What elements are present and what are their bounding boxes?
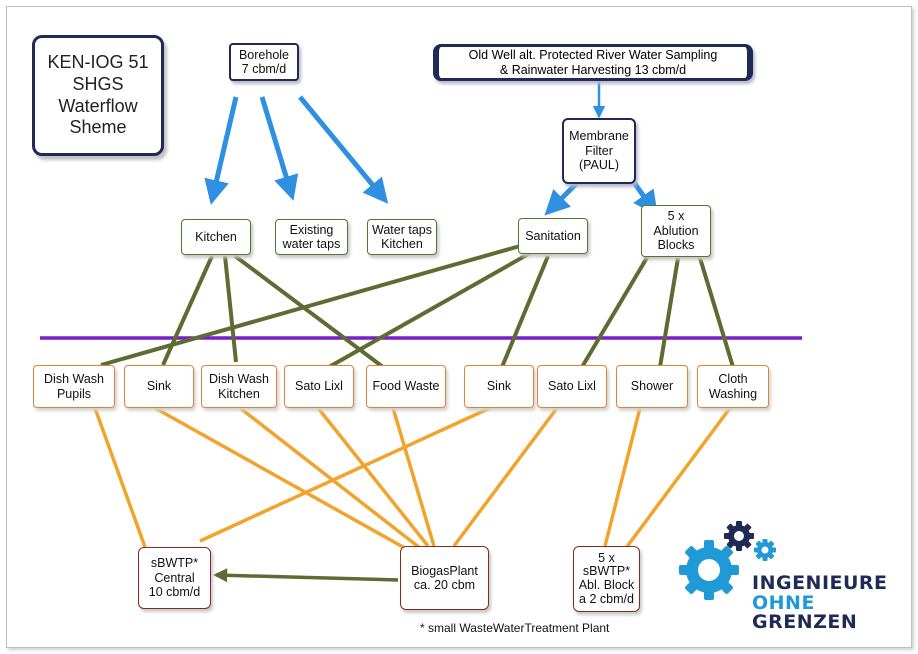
node-membrane-filter: Membrane Filter (PAUL) [562, 118, 636, 184]
ingenieure-ohne-grenzen-logo: INGENIEURE OHNE GRENZEN [677, 518, 892, 636]
link-sanitation-sato1 [328, 250, 533, 369]
link-shower-sbwtp-abl [603, 407, 642, 547]
link-food-waste-biogas [391, 407, 436, 547]
logo-line-1: INGENIEURE [752, 572, 888, 594]
node-kitchen: Kitchen [181, 219, 251, 255]
footnote: * small WasteWaterTreatment Plant [420, 621, 610, 635]
logo-line-3: GRENZEN [752, 611, 858, 633]
node-sink-kitchen: Sink [124, 365, 194, 408]
node-sanitation: Sanitation [518, 218, 588, 254]
node-sato-lixl-2: Sato Lixl [537, 365, 607, 408]
link-biogas-sbwtp [213, 568, 399, 583]
node-shower: Shower [616, 365, 688, 408]
node-cloth-washing: Cloth Washing [697, 365, 769, 408]
node-old-well: Old Well alt. Protected River Water Samp… [433, 44, 753, 81]
link-cloth-sbwtp-abl [624, 406, 732, 550]
link-kitchen-dishwash-kitchen [223, 255, 238, 363]
node-borehole: Borehole 7 cbm/d [229, 43, 299, 81]
node-sbwtp-central: sBWTP* Central 10 cbm/d [138, 547, 211, 609]
title-line: SHGS [72, 73, 124, 94]
gears-icon [679, 521, 776, 600]
link-sanitation-dishwash-pupils [100, 244, 521, 367]
link-sink1-biogas [154, 406, 413, 554]
link-sink2-sbwtp [199, 406, 491, 543]
title-line: Waterflow [58, 95, 138, 116]
node-water-taps-kitchen: Water taps Kitchen [367, 219, 437, 255]
link-sato1-biogas [316, 406, 430, 548]
link-ablution-shower [658, 257, 680, 368]
link-ablution-sato2 [580, 254, 650, 369]
node-sato-lixl-1: Sato Lixl [284, 365, 354, 408]
arrow-membrane-sanitation [544, 180, 580, 216]
node-ablution-blocks: 5 x Ablution Blocks [641, 205, 711, 257]
title-box: KEN-IOG 51 SHGS Waterflow Sheme [32, 35, 164, 156]
node-sbwtp-ablution: 5 x sBWTP* Abl. Block a 2 cbm/d [573, 546, 640, 612]
title-line: KEN-IOG 51 [47, 52, 149, 73]
arrow-borehole-existing-taps [259, 96, 299, 201]
arrow-borehole-kitchen [204, 96, 239, 205]
logo-line-2: OHNE [752, 592, 815, 614]
node-sink-sanitation: Sink [464, 365, 534, 408]
link-sato2-biogas [452, 406, 559, 548]
node-existing-water-taps: Existing water taps [275, 219, 348, 255]
arrow-borehole-water-taps-kitchen [298, 95, 389, 204]
node-dish-wash-pupils: Dish Wash Pupils [33, 365, 115, 408]
node-food-waste: Food Waste [366, 365, 446, 408]
node-biogas-plant: BiogasPlant ca. 20 cbm [400, 546, 489, 610]
title-line: Sheme [69, 117, 127, 138]
node-dish-wash-kitchen: Dish Wash Kitchen [201, 365, 277, 408]
link-dishwash-pupils-sbwtp [93, 407, 147, 548]
link-dishwash-kitchen-biogas [238, 406, 422, 550]
link-kitchen-sink1 [161, 255, 214, 366]
link-ablution-cloth [698, 257, 735, 368]
link-sanitation-sink2 [500, 255, 550, 368]
